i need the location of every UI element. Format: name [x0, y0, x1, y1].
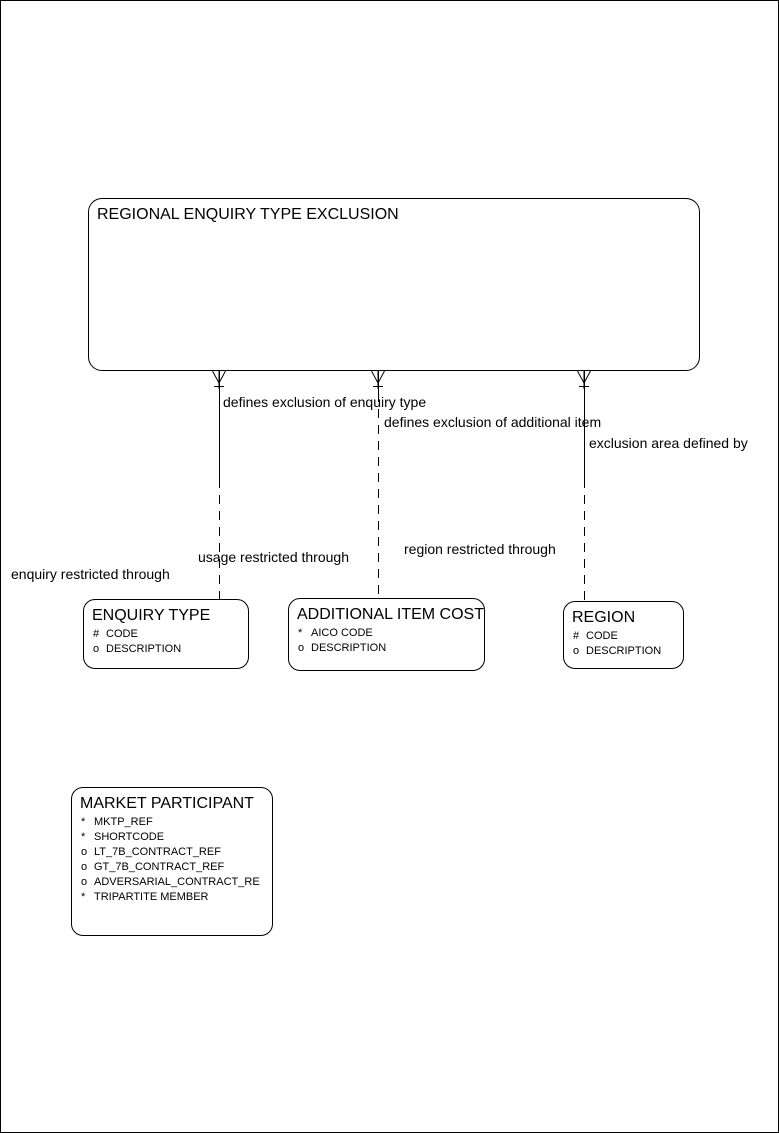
- attribute-marker: o: [93, 643, 100, 655]
- entity-title: REGIONAL ENQUIRY TYPE EXCLUSION: [97, 206, 399, 223]
- attribute-name: LT_7B_CONTRACT_REF: [94, 846, 221, 858]
- attribute-name: DESCRIPTION: [586, 645, 662, 657]
- relationship-label-exclusion-area-defined-by: exclusion area defined by: [589, 435, 748, 451]
- entity-market-participant[interactable]: MARKET PARTICIPANT *MKTP_REF *SHORTCODE …: [71, 787, 273, 936]
- attribute-name: CODE: [106, 628, 138, 640]
- relationship-label-defines-exclusion-of-additional-item: defines exclusion of additional item: [384, 414, 602, 430]
- attribute-marker: o: [81, 876, 88, 888]
- attribute-marker: *: [81, 816, 86, 828]
- relationship-label-region-restricted-through: region restricted through: [404, 541, 556, 557]
- attribute-marker: o: [298, 642, 305, 654]
- entity-enquiry-type[interactable]: ENQUIRY TYPE # CODE o DESCRIPTION: [83, 599, 249, 669]
- attribute-marker: o: [573, 645, 580, 657]
- crow-foot-arrow-icon: [212, 371, 226, 389]
- entity-title: ADDITIONAL ITEM COST: [297, 606, 484, 623]
- entity-region[interactable]: REGION # CODE o DESCRIPTION: [563, 601, 684, 669]
- attribute-marker: *: [298, 627, 303, 639]
- attribute-name: DESCRIPTION: [311, 642, 387, 654]
- connector-region-solid-segment: [584, 371, 585, 479]
- attribute-marker: *: [81, 891, 86, 903]
- attribute-row: o DESCRIPTION: [298, 641, 484, 656]
- attribute-row: * SHORTCODE: [81, 830, 272, 845]
- attribute-marker: o: [81, 846, 88, 858]
- attribute-row: * TRIPARTITE MEMBER: [81, 890, 272, 905]
- attribute-marker: #: [573, 630, 580, 642]
- connector-enquiry-type-dashed-segment: [219, 479, 220, 599]
- attribute-row: * AICO CODE: [298, 626, 484, 641]
- attribute-row: * MKTP_REF: [81, 815, 272, 830]
- attribute-row: # CODE: [573, 629, 683, 644]
- attribute-name: CODE: [586, 630, 618, 642]
- crow-foot-arrow-icon: [577, 371, 591, 389]
- attribute-row: # CODE: [93, 627, 248, 642]
- attribute-name: SHORTCODE: [94, 831, 165, 843]
- attribute-row: o GT_7B_CONTRACT_REF: [81, 860, 272, 875]
- crow-foot-arrow-icon: [371, 371, 385, 389]
- attribute-name: MKTP_REF: [94, 816, 153, 828]
- attribute-row: o DESCRIPTION: [573, 644, 683, 659]
- attribute-name: AICO CODE: [311, 627, 373, 639]
- relationship-label-usage-restricted-through: usage restricted through: [198, 549, 349, 565]
- attribute-marker: *: [81, 831, 86, 843]
- connector-additional-item-cost-dashed-segment: [378, 393, 379, 599]
- entity-title: REGION: [572, 609, 636, 626]
- relationship-label-defines-exclusion-of-enquiry-type: defines exclusion of enquiry type: [223, 394, 427, 410]
- attribute-marker: o: [81, 861, 88, 873]
- entity-title: MARKET PARTICIPANT: [80, 795, 254, 812]
- connector-region-dashed-segment: [584, 479, 585, 601]
- attribute-name: ADVERSARIAL_CONTRACT_RE: [94, 876, 260, 888]
- entity-title: ENQUIRY TYPE: [92, 607, 211, 624]
- attribute-name: GT_7B_CONTRACT_REF: [94, 861, 225, 873]
- attribute-row: o ADVERSARIAL_CONTRACT_RE: [81, 875, 272, 890]
- attribute-row: o LT_7B_CONTRACT_REF: [81, 845, 272, 860]
- entity-additional-item-cost[interactable]: ADDITIONAL ITEM COST * AICO CODE o DESCRIP…: [288, 598, 485, 671]
- relationship-label-enquiry-restricted-through: enquiry restricted through: [11, 566, 170, 582]
- attribute-marker: #: [93, 628, 100, 640]
- attribute-name: TRIPARTITE MEMBER: [94, 891, 209, 903]
- attribute-name: DESCRIPTION: [106, 643, 182, 655]
- entity-regional-enquiry-type-exclusion[interactable]: REGIONAL ENQUIRY TYPE EXCLUSION: [88, 198, 700, 371]
- connector-enquiry-type-solid-segment: [219, 371, 220, 479]
- attribute-row: o DESCRIPTION: [93, 642, 248, 657]
